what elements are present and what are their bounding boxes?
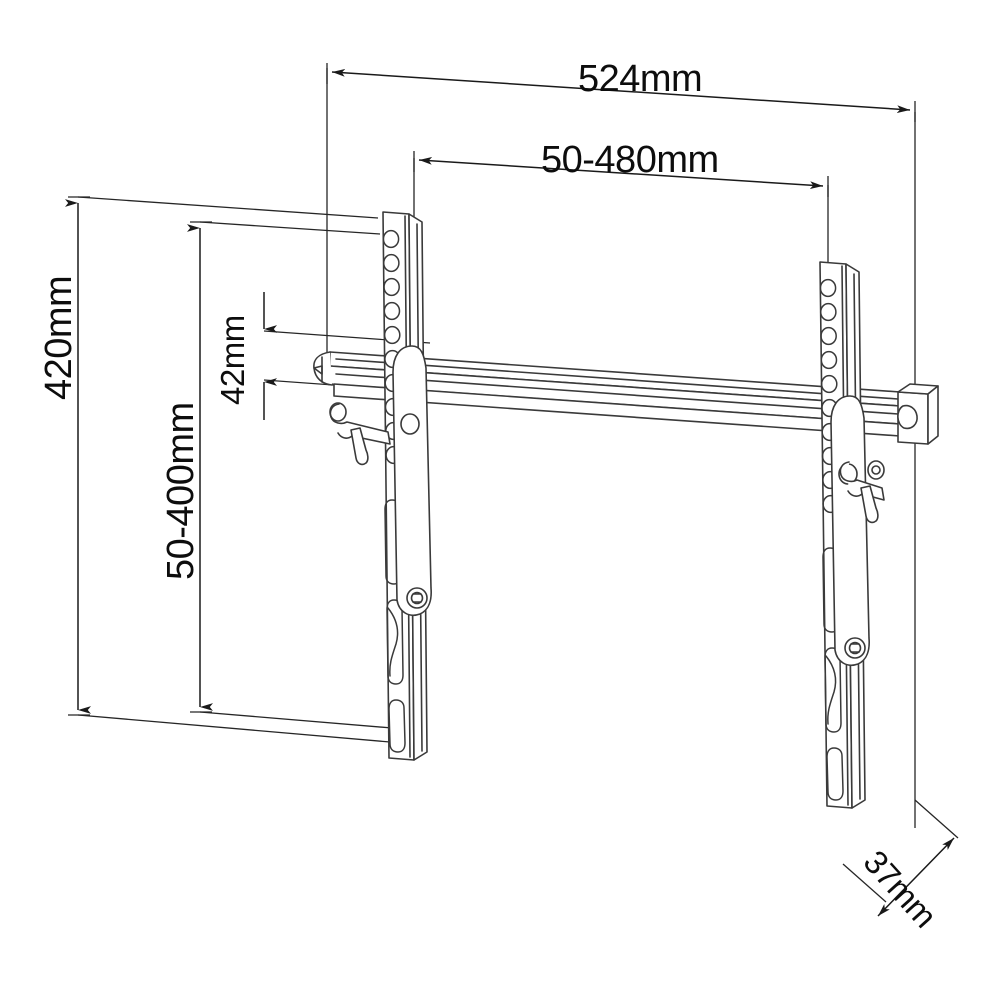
ext-line-total-height-bottom — [77, 714, 391, 743]
dimension-label-rail-height: 42mm — [214, 315, 251, 405]
tilt-lock-knob-left — [329, 402, 391, 466]
ext-line-vesa-height-bottom — [199, 711, 393, 729]
ext-line-depth-upper — [914, 799, 959, 839]
dim-line-depth — [877, 837, 955, 917]
ext-line-total-height-top — [77, 196, 379, 219]
dimension-label-vesa-height: 50-400mm — [160, 402, 202, 580]
wall-mount-assembly — [313, 211, 939, 809]
left-vertical-arm — [329, 211, 432, 761]
dimension-label-total-height: 420mm — [38, 275, 80, 400]
wall-rail — [313, 351, 939, 445]
ext-line-vesa-height-top — [199, 221, 381, 235]
tilt-lock-plate-left — [392, 345, 432, 616]
dim-line-total-width — [331, 68, 911, 114]
dimension-label-total-width: 524mm — [578, 58, 703, 100]
dimension-label-vesa-width: 50-480mm — [541, 139, 719, 181]
right-vertical-arm — [819, 261, 885, 809]
tilt-lock-plate-right — [830, 395, 870, 666]
dim-line-vesa-width — [418, 156, 824, 190]
tilt-lock-knob-right — [839, 460, 885, 524]
